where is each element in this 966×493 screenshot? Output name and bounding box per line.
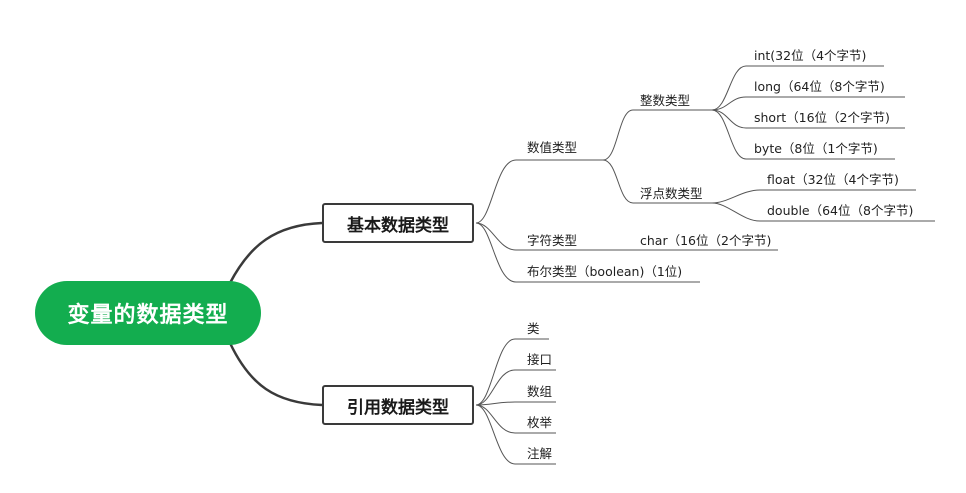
connector-integer-short [711, 109, 905, 129]
integer-types-node[interactable]: 整数类型 [640, 93, 691, 108]
connector-basic-char [475, 222, 778, 251]
connector-basic-boolean [475, 222, 700, 283]
connector-basic-numeric [475, 159, 603, 224]
connector-integer-byte [711, 109, 895, 160]
float-node[interactable]: float（32位（4个字节) [767, 172, 899, 187]
root-node[interactable]: 变量的数据类型 [35, 281, 261, 345]
boolean-types-node[interactable]: 布尔类型（boolean)（1位) [527, 264, 683, 279]
float-types-node[interactable]: 浮点数类型 [640, 186, 703, 201]
char-detail-node[interactable]: char（16位（2个字节) [640, 233, 772, 248]
char-types-node[interactable]: 字符类型 [527, 233, 578, 248]
connector-ref-enum [475, 404, 556, 434]
connector-float-double [711, 202, 935, 222]
long-node[interactable]: long（64位（8个字节) [754, 79, 885, 94]
connector-ref-array [475, 401, 556, 406]
connector-float-float [711, 189, 916, 204]
connector-ref-annotation [475, 404, 556, 465]
byte-node[interactable]: byte（8位（1个字节) [754, 141, 878, 156]
numeric-types-node[interactable]: 数值类型 [527, 140, 578, 155]
connector-ref-class [475, 338, 549, 406]
basic-types-node[interactable]: 基本数据类型 [322, 203, 474, 243]
connector-integer-int [711, 65, 884, 111]
class-node[interactable]: 类 [527, 321, 540, 336]
double-node[interactable]: double（64位（8个字节) [767, 203, 914, 218]
enum-node[interactable]: 枚举 [527, 415, 553, 430]
connector-numeric-float [602, 159, 712, 204]
connector-root-basic [228, 221, 323, 284]
annotation-node[interactable]: 注解 [527, 446, 553, 461]
interface-node[interactable]: 接口 [527, 352, 553, 367]
connector-root-reference [228, 342, 323, 407]
array-node[interactable]: 数组 [527, 384, 553, 399]
connector-ref-interface [475, 369, 556, 406]
int-node[interactable]: int(32位（4个字节) [754, 48, 867, 63]
reference-types-node[interactable]: 引用数据类型 [322, 385, 474, 425]
connector-numeric-integer [602, 109, 712, 161]
short-node[interactable]: short（16位（2个字节) [754, 110, 890, 125]
connector-integer-long [711, 96, 905, 111]
